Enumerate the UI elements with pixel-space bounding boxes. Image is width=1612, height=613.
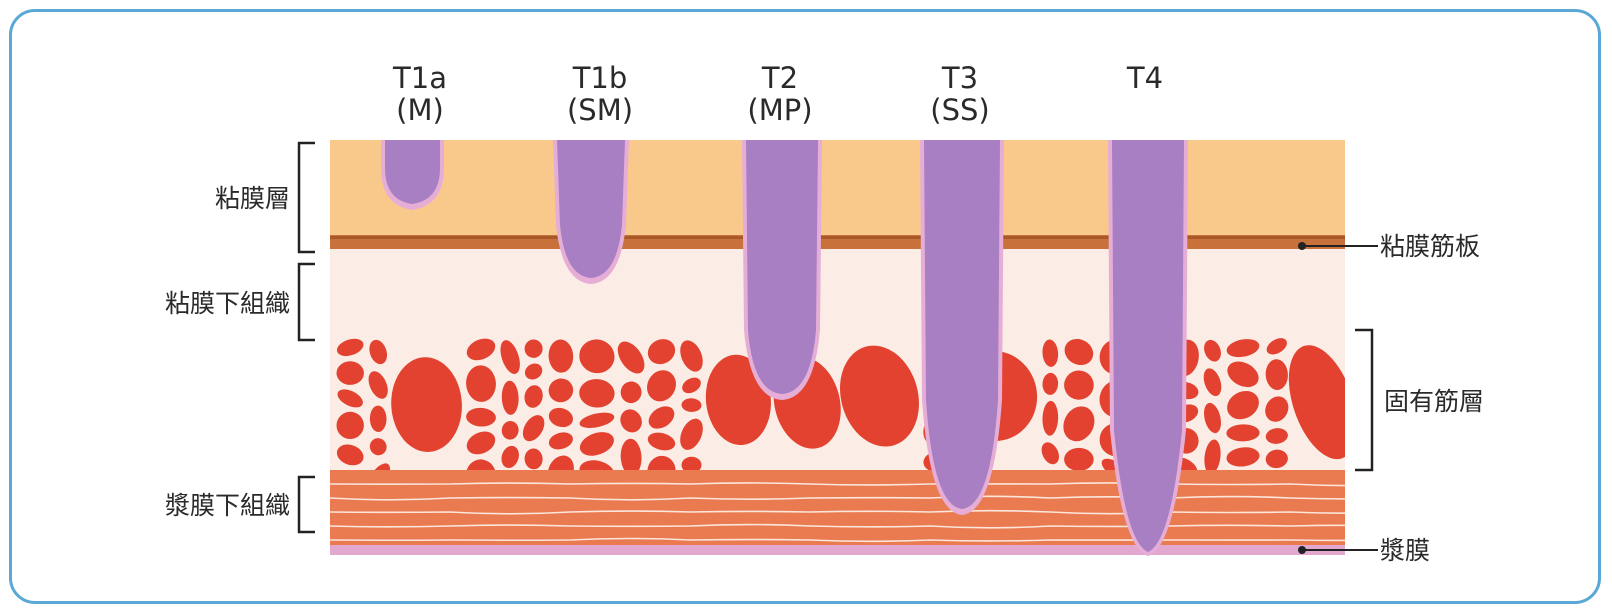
mucosa-layer (330, 140, 1345, 235)
muscle-cell (1064, 448, 1094, 471)
tumor-t1a (385, 140, 440, 204)
left-labels: 粘膜層 粘膜下組織 漿膜下組織 (165, 184, 290, 520)
bracket-submucosa (299, 264, 315, 340)
tumor-t3 (924, 140, 1000, 509)
label-submucosa: 粘膜下組織 (165, 289, 290, 318)
left-brackets (299, 143, 315, 532)
bracket-mucosa (299, 143, 315, 252)
stage-t4-code: T4 (1126, 61, 1163, 95)
label-muscularis-propria: 固有筋層 (1384, 387, 1484, 416)
stage-t1a-sub: (M) (396, 93, 444, 127)
serosa-layer (330, 545, 1345, 555)
bracket-muscularis-propria (1355, 330, 1372, 470)
tumor-t1b (557, 140, 625, 278)
stage-t1a-code: T1a (392, 61, 447, 95)
muscularis-mucosae-line (330, 236, 1345, 239)
tumor-t2 (746, 140, 818, 394)
stage-t1b-sub: (SM) (567, 93, 633, 127)
muscle-cell (336, 361, 364, 385)
label-subserosa: 漿膜下組織 (165, 491, 290, 520)
label-mucosa: 粘膜層 (215, 184, 290, 213)
right-labels: 粘膜筋板 固有筋層 漿膜 (1380, 232, 1484, 565)
bracket-subserosa (299, 477, 315, 532)
stage-t3-code: T3 (941, 61, 978, 95)
stage-t2-code: T2 (761, 61, 798, 95)
tumor-t4 (1112, 140, 1184, 552)
label-muscularis-mucosae: 粘膜筋板 (1380, 232, 1480, 261)
stage-t3-sub: (SS) (930, 93, 989, 127)
stage-t1b-code: T1b (572, 61, 628, 95)
stage-labels: T1a (M) T1b (SM) T2 (MP) T3 (SS) T4 (392, 61, 1163, 127)
label-serosa: 漿膜 (1380, 536, 1430, 565)
stage-t2-sub: (MP) (747, 93, 812, 127)
subserosa-layer (330, 470, 1345, 548)
